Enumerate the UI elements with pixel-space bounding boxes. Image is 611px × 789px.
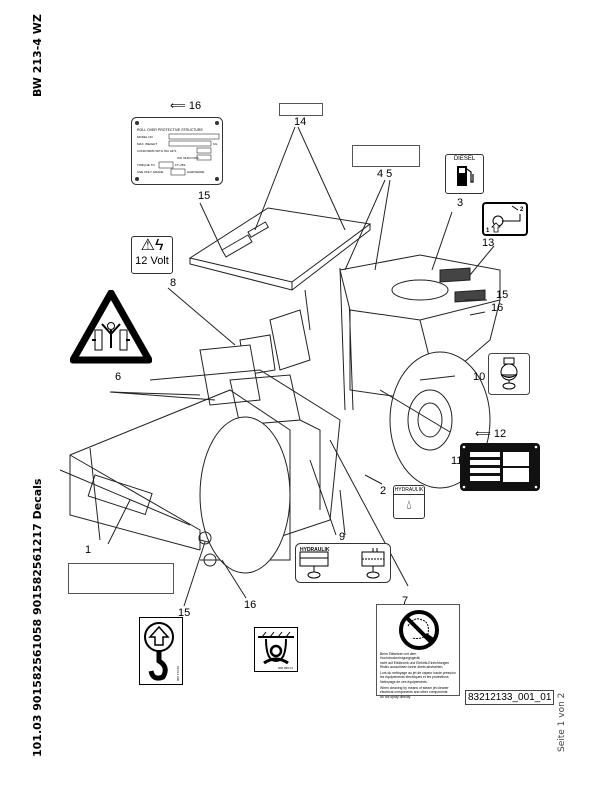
decal-14-blank (279, 103, 323, 116)
rivet-icon: ⟸ (170, 100, 186, 112)
type-plate-ref-number: 12 (493, 428, 507, 440)
hydraulic-tank-label: HYDRAULIK (394, 487, 424, 495)
svg-text:2: 2 (520, 207, 524, 213)
type-plate (460, 443, 540, 491)
warning-line-0: Beim Stilsetzen mit dem Hochdruckreinigu… (380, 652, 420, 661)
oil-drop-icon: 💧︎ (406, 497, 412, 512)
decal-12-volt: ⚠ϟ 12 Volt (131, 236, 173, 274)
rops-field-1: MAX. WEIGHT (137, 142, 157, 146)
rops-field-5: USE ONLY GRADE (137, 170, 163, 174)
rops-field-0: MODEL NO. (137, 135, 154, 139)
hood-lock-decal: 2 1 (482, 202, 528, 236)
callout-1: 1 (85, 544, 92, 556)
warning-line-2: Risiko auszulösen keine direkt abstrahle… (380, 664, 444, 669)
decal-diesel: DIESEL (445, 154, 484, 194)
warning-line-1: nicht auf Elektronik und Elektrik-Einric… (380, 660, 450, 665)
callout-16-front: 16 (244, 599, 257, 611)
callout-6: 6 (115, 371, 122, 383)
warning-line-5: Nettoyage de ces équipements. (380, 679, 428, 684)
decal-1-blank (68, 563, 174, 594)
callout-15-hood: 15 (496, 289, 509, 301)
warning-line-4: les équipements électriques et les prote… (380, 675, 449, 680)
hydraulic-level-label: HYDRAULIK (300, 547, 330, 553)
voltage-label: 12 Volt (135, 255, 169, 267)
rops-field-2: CONFORMS WITH ISO 3471 (137, 149, 177, 153)
callout-15-canopy: 15 (198, 190, 211, 202)
callout-2: 2 (380, 485, 387, 497)
tie-down-decal: 008 099 01 (254, 627, 298, 672)
decal-hydraulic-tank: HYDRAULIK 💧︎ (393, 485, 425, 519)
rops-field-3: ISO 3449 FOPS (177, 156, 199, 160)
rops-field-4: TORQUE TO (137, 163, 155, 167)
warning-line-6: When cleaning by means of steam jet clea… (380, 686, 449, 691)
lift-point-decal: 008 176 00 (139, 617, 183, 685)
prohibited-spray-icon (399, 610, 439, 650)
callout-16-hood: 16 (491, 302, 504, 314)
decal-no-steam-cleaning: Beim Stilsetzen mit dem Hochdruckreinigu… (376, 604, 460, 699)
rops-plate-ref: ⟸ 16 (170, 99, 201, 112)
rops-title: ROLL OVER PROTECTIVE STRUCTURE (137, 128, 203, 132)
callout-9: 9 (339, 531, 346, 543)
svg-text:1: 1 (486, 228, 490, 234)
warning-line-7: electrical components and other componen… (380, 690, 448, 695)
callout-4-5: 4 5 (377, 168, 393, 180)
fuel-pump-icon (456, 166, 474, 186)
callout-14: 14 (294, 116, 307, 128)
crush-hazard-decal (70, 290, 152, 364)
drawing-number: 83212133_001_01 (465, 690, 555, 705)
callout-10: 10 (473, 371, 486, 383)
tie-down-code: 008 099 01 (278, 666, 293, 670)
rops-ref-number: 16 (188, 100, 202, 112)
lift-point-code: 008 176 00 (176, 666, 180, 681)
diesel-label: DIESEL (453, 156, 476, 162)
rivet-icon: ⟸ (475, 428, 491, 440)
callout-7: 7 (402, 595, 409, 607)
rops-unit-hardware: HARDWARE (187, 170, 204, 174)
callout-15-front: 15 (178, 607, 191, 619)
rops-unit-ftlbs: FT·LBS (175, 163, 185, 167)
callout-3: 3 (457, 197, 464, 209)
type-plate-ref: ⟸ 12 (475, 427, 506, 440)
warning-line-8: do not spray directly. (380, 694, 412, 699)
hydraulic-level-decal: HYDRAULIK (295, 543, 391, 583)
decal-4-5-blank (352, 145, 420, 167)
callout-8: 8 (170, 277, 177, 289)
callout-13: 13 (482, 237, 495, 249)
callout-11: 11 (451, 455, 463, 467)
rops-unit-kg: KG (213, 142, 218, 146)
warning-line-3: Lors du nettoyage au jet de vapeur haute… (380, 671, 456, 676)
warning-lightning-icon: ⚠ϟ (140, 237, 164, 254)
oil-level-decal (488, 353, 530, 395)
rops-plate: ROLL OVER PROTECTIVE STRUCTURE MODEL NO.… (131, 117, 223, 185)
